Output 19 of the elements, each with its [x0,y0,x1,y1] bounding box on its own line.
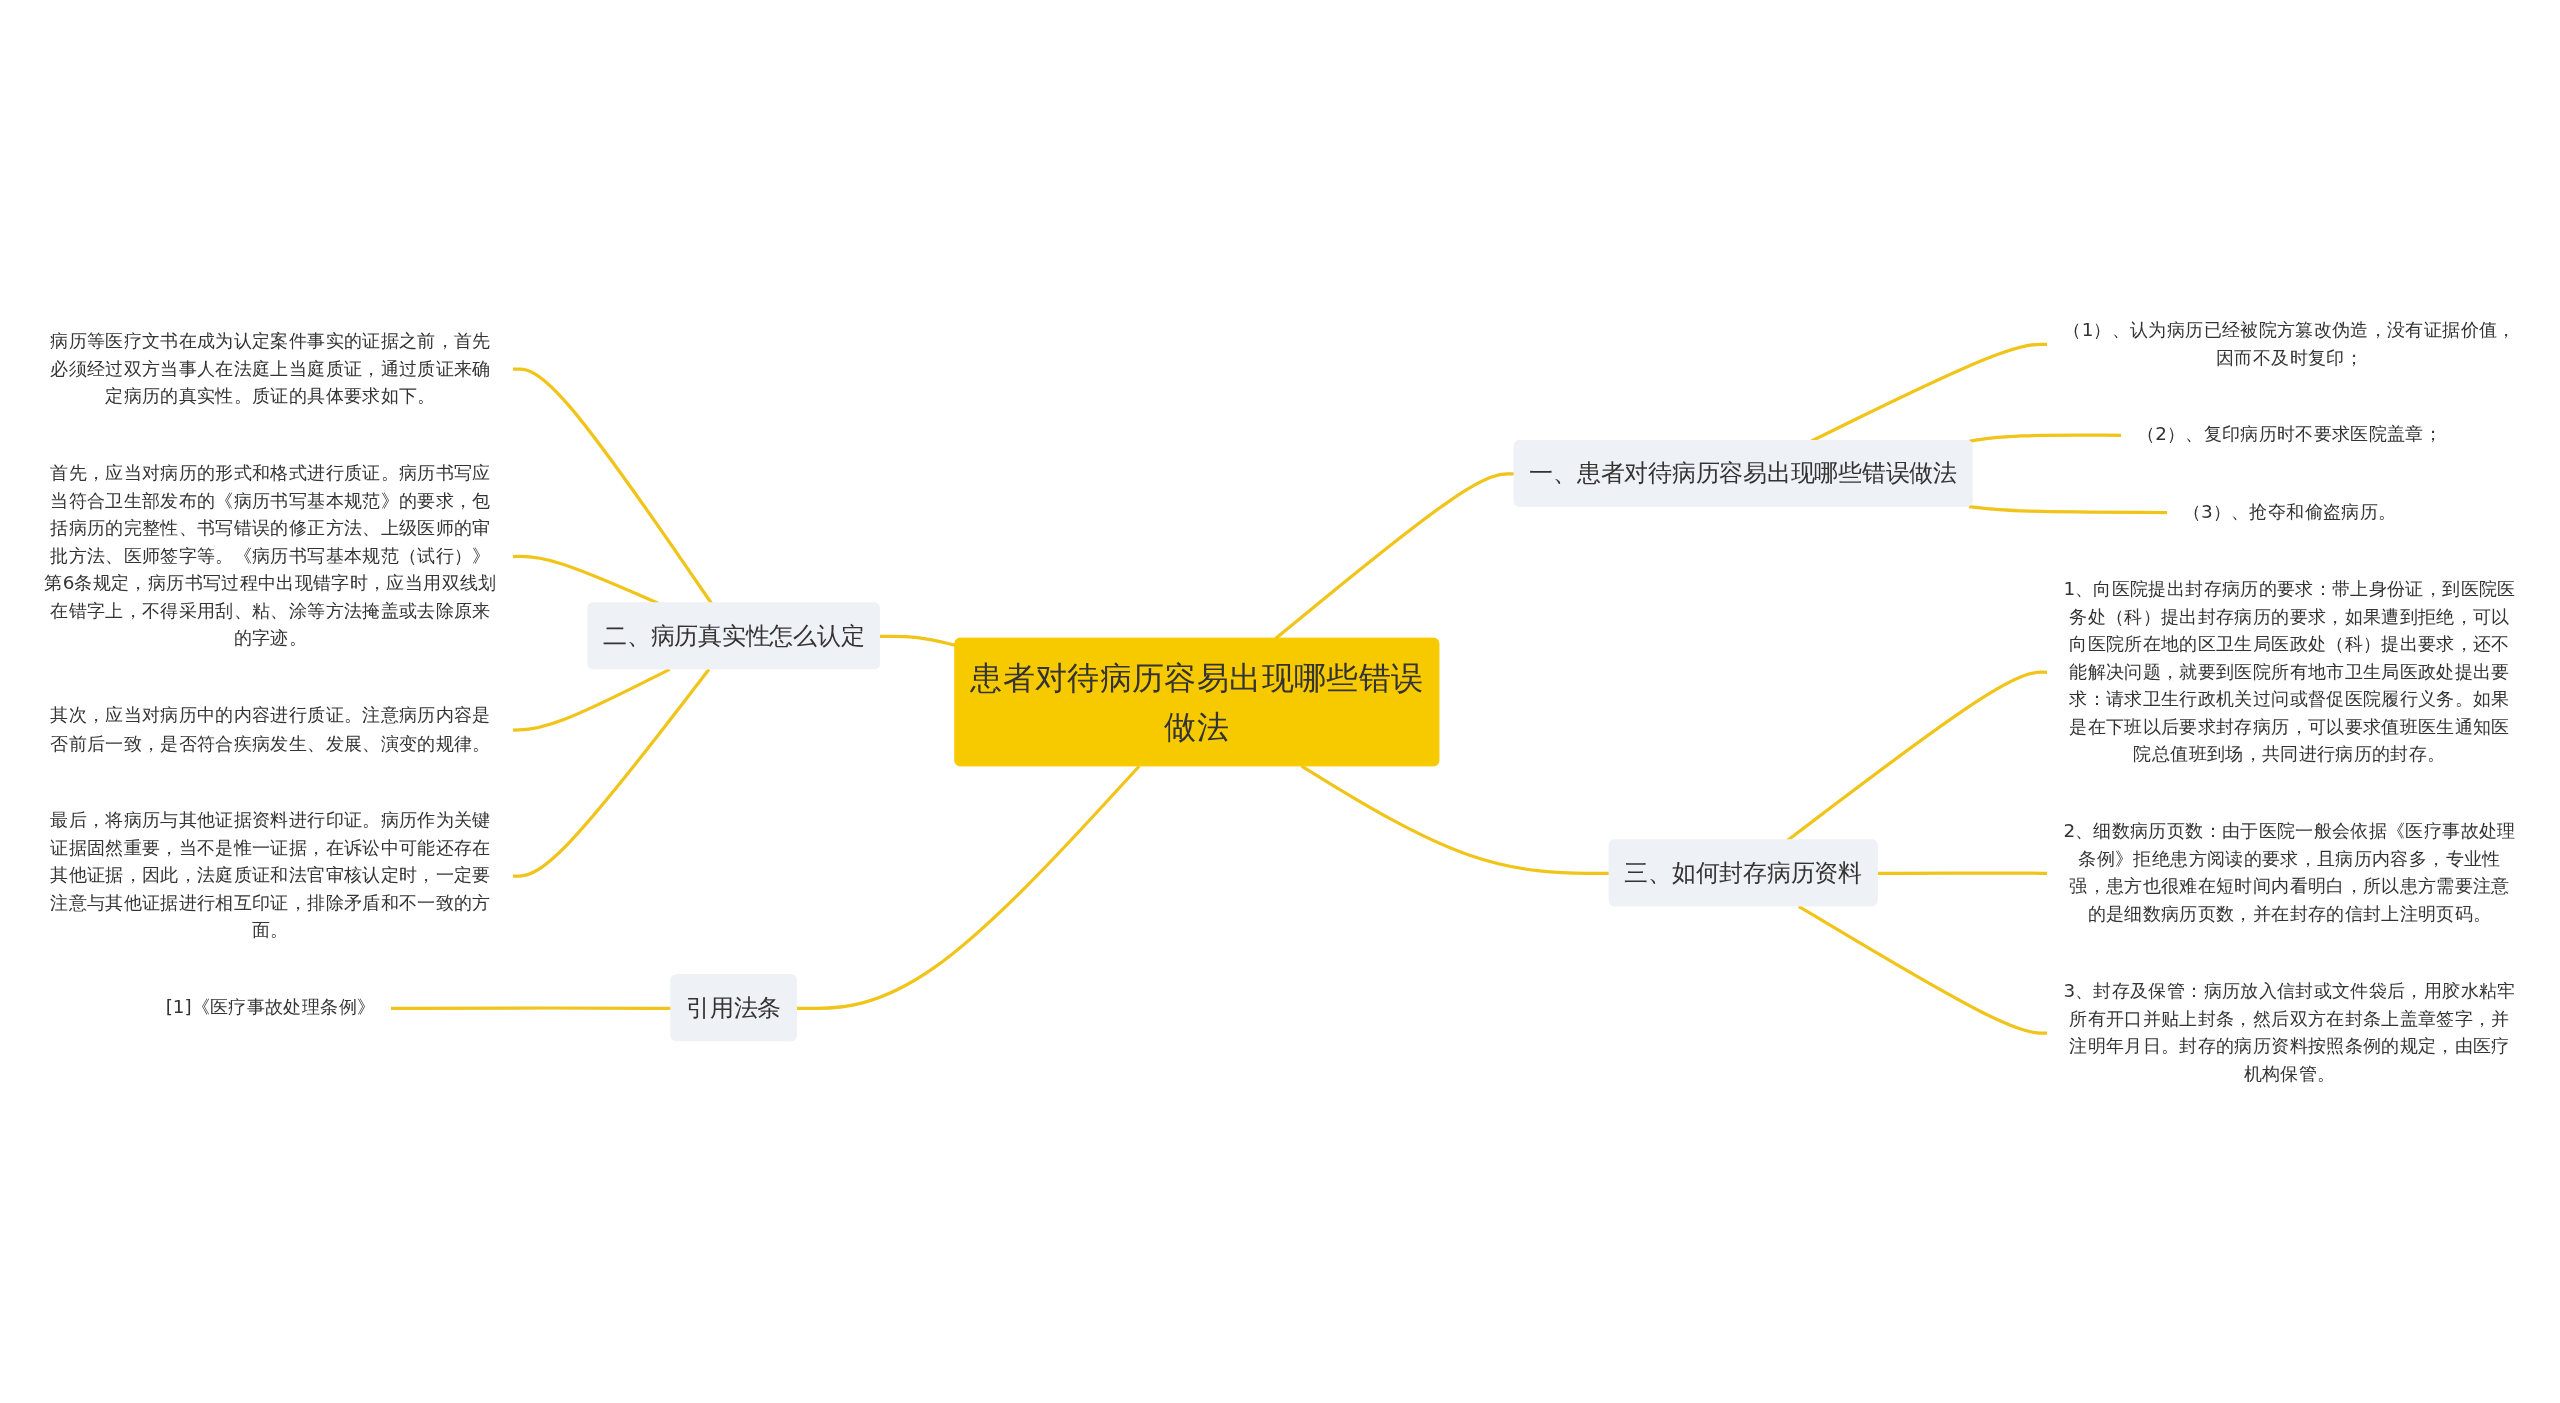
connector [512,554,660,605]
connector [796,764,1141,1010]
node-text: 3、封存及保管：病历放入信封或文件袋后，用胶水粘牢所有开口并贴上封条，然后双方在封条上盖章签字，并注明年月日。封存的病历资料按照条例的规定，由医疗机构保管。 [2063,979,2516,1084]
connector [390,1005,672,1010]
connector [879,634,956,647]
connector [1300,764,1610,875]
node-text: 首先，应当对病历的形式和格式进行质证。病历书写应当符合卫生部发布的《病历书写基本规范》的要求，包括病历的完整性、书写错误的修正方法、上级医师的审批方法、医师签字等。《病历书写基本规范（试行）》第6条规定，病历书写过程中出现错字时，应当用双线划在错字上，不得采用刮、粘、涂等方法掩盖或去除原来的字迹。 [44,461,497,649]
node-text: （3）、抢夺和偷盗病历。 [2182,499,2397,522]
connector [512,367,713,604]
node-text: 2、细数病历页数：由于医院一般会依据《医疗事故处理条例》拒绝患方阅读的要求，且病历内容多，专业性强，患方也很难在短时间内看明白，所以患方需要注意的是细数病历页数，并在封存的信封上注明页码。 [2063,819,2516,924]
connector [512,667,671,732]
node-text: 1、向医院提出封存病历的要求：带上身份证，到医院医务处（科）提出封存病历的要求，如果遭到拒绝，可以向医院所在地的区卫生局医政处（科）提出要求，还不能解决问题，就要到医院所有地市卫生局医政处提出要求：请求卫生行政机关过问或督促医院履行义务。如果是在下班以后要求封存病历，可以要求值班医生通知医院总值班到场，共同进行病历的封存。 [2063,577,2516,764]
node-text: 病历等医疗文书在成为认定案件事实的证据之前，首先必须经过双方当事人在法庭上当庭质证，通过质证来确定病历的真实性。质证的具体要求如下。 [50,329,491,406]
connector [512,667,711,878]
node-text: 其次，应当对病历中的内容进行质证。注意病历内容是否前后一致，是否符合疾病发生、发展、演变的规律。 [50,703,491,753]
node-text: 最后，将病历与其他证据资料进行印证。病历作为关键证据固然重要，当不是惟一证据，在诉讼中可能还存在其他证据，因此，法庭质证和法官审核认定时，一定要注意与其他证据进行相互印证，排除矛盾和不一致的方面。 [50,808,491,941]
node-text: （1）、认为病历已经被院方篡改伪造，没有证据价值，因而不及时复印； [2063,317,2516,368]
node-text: [1]《医疗事故处理条例》 [165,995,376,1018]
node-text: （2）、复印病历时不要求医院盖章； [2136,422,2443,445]
